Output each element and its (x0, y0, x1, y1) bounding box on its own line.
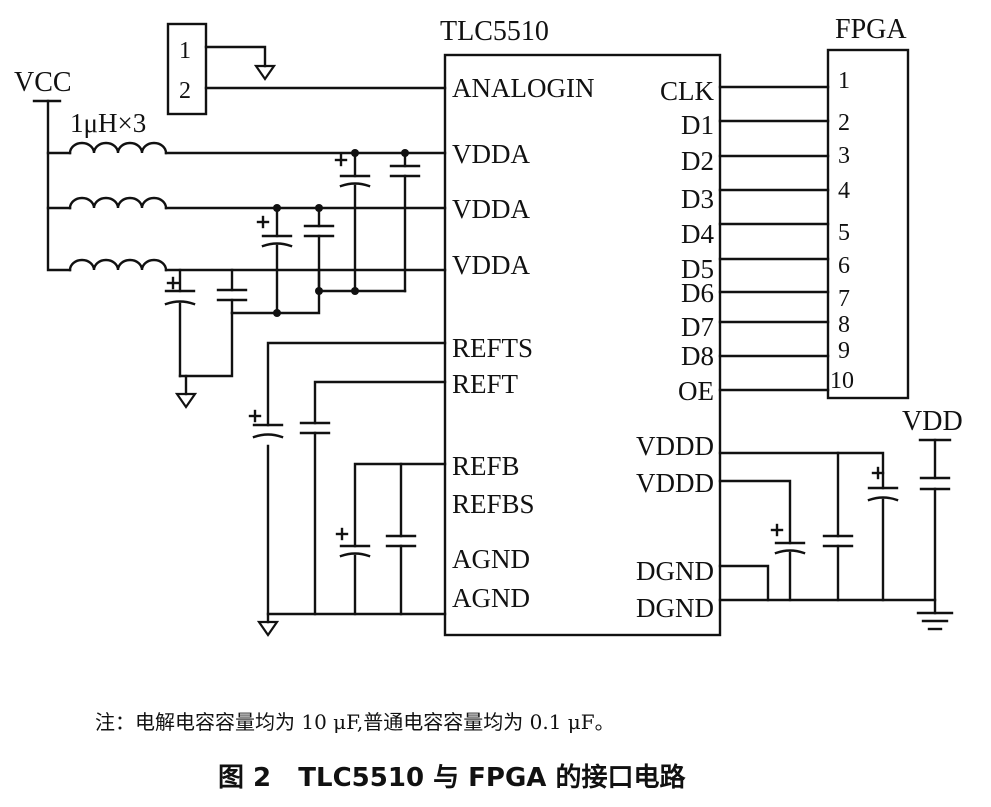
pin-d1: D1 (681, 110, 714, 140)
fpga-pin-4: 4 (838, 178, 850, 204)
pin-agnd-1: AGND (452, 544, 530, 574)
pin-clk: CLK (660, 76, 715, 106)
digital-ground-icon (916, 611, 954, 631)
tlc5510-title: TLC5510 (440, 16, 549, 47)
fpga-pin-2: 2 (838, 110, 850, 136)
pin-dgnd-2: DGND (636, 593, 714, 623)
fpga-pin-1: 1 (838, 68, 850, 94)
digital-bus-wires (718, 85, 830, 392)
pin-refb: REFB (452, 451, 520, 481)
figure-caption: 图 2 TLC5510 与 FPGA 的接口电路 (218, 762, 686, 793)
vdda-wires (164, 151, 447, 396)
inductor-icon-2 (68, 196, 168, 210)
tlc5510-chip-body (443, 53, 722, 637)
junction-dots-vdda (273, 149, 409, 317)
digital-capacitors (770, 466, 951, 555)
pin-vdda-1: VDDA (452, 139, 530, 169)
pin-refts: REFTS (452, 333, 533, 363)
pin-d8: D8 (681, 341, 714, 371)
pin-dgnd-1: DGND (636, 556, 714, 586)
capacitor-note: 注：电解电容容量均为 10 μF,普通电容容量均为 0.1 μF。 (95, 710, 615, 734)
pin-analogin: ANALOGIN (452, 73, 594, 103)
pin-vddd-2: VDDD (636, 468, 714, 498)
analog-ground-icon-2 (256, 620, 280, 637)
inductor-label: 1μH×3 (70, 108, 146, 138)
pin-reft: REFT (452, 369, 519, 399)
pin-d6: D6 (681, 278, 714, 308)
pin-refbs: REFBS (452, 489, 535, 519)
fpga-pin-7: 7 (838, 286, 850, 312)
fpga-pin-8: 8 (838, 312, 850, 338)
connector-wires (204, 45, 447, 90)
pin-d4: D4 (681, 219, 714, 249)
pin-oe: OE (678, 376, 714, 406)
fpga-title: FPGA (835, 14, 907, 45)
pin-vddd-1: VDDD (636, 431, 714, 461)
connector-pin-1: 1 (179, 38, 191, 64)
input-connector (166, 22, 208, 116)
pin-vdda-2: VDDA (452, 194, 530, 224)
reference-capacitors (248, 409, 417, 558)
pin-d7: D7 (681, 312, 714, 342)
vcc-label: VCC (14, 67, 72, 98)
fpga-pin-10: 10 (830, 368, 854, 394)
pin-d3: D3 (681, 184, 714, 214)
vdd-label: VDD (902, 406, 963, 437)
analog-ground-icon-1 (174, 392, 198, 409)
fpga-pin-6: 6 (838, 253, 850, 279)
pin-agnd-2: AGND (452, 583, 530, 613)
vcc-rail (32, 99, 72, 272)
inductor-icon-1 (68, 141, 168, 155)
vdda-capacitors (164, 153, 421, 306)
connector-pin-2: 2 (179, 78, 191, 104)
pin-vdda-3: VDDA (452, 250, 530, 280)
fpga-pin-5: 5 (838, 220, 850, 246)
fpga-pin-3: 3 (838, 143, 850, 169)
fpga-pin-9: 9 (838, 338, 850, 364)
pin-d5: D5 (681, 254, 714, 284)
connector-ground-icon (253, 64, 277, 81)
inductor-icon-3 (68, 258, 168, 272)
digital-power-wires (718, 438, 952, 615)
reference-wires (266, 341, 447, 624)
pin-d2: D2 (681, 146, 714, 176)
fpga-block (826, 48, 910, 400)
